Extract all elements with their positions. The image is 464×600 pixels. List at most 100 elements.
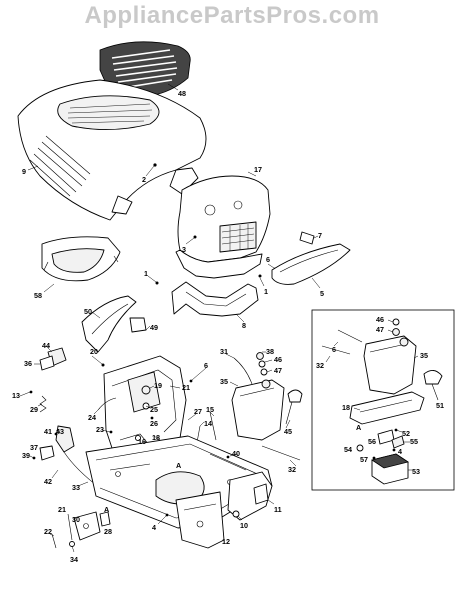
fuel-fitting-38[interactable]: [256, 351, 266, 360]
rod-32-mid[interactable]: [261, 445, 301, 467]
rod-32-inset[interactable]: [321, 345, 351, 363]
bracket-18-mid[interactable]: [153, 435, 161, 441]
callout-46a: 46: [274, 355, 282, 364]
fuel-tank-35-inset[interactable]: [363, 335, 419, 395]
nut-10[interactable]: [232, 510, 243, 521]
bolt-7[interactable]: [299, 231, 319, 245]
bolt-13[interactable]: [19, 390, 33, 397]
callout-33: 33: [72, 483, 80, 492]
fuel-cap-51[interactable]: [423, 370, 443, 401]
callout-39: 39: [22, 451, 30, 460]
callout-35a: 35: [220, 377, 228, 386]
callout-25: 25: [150, 405, 158, 414]
hood-bracket-8[interactable]: [171, 281, 259, 323]
spring-29[interactable]: [37, 395, 47, 413]
bushing-25[interactable]: [142, 402, 151, 410]
battery-53[interactable]: [371, 453, 412, 485]
tank-bracket-18-inset[interactable]: [349, 391, 425, 425]
pin-21-lower[interactable]: [67, 513, 73, 541]
callout-1b: 1: [264, 287, 268, 296]
callout-32b: 32: [316, 361, 324, 370]
battery-tray-58[interactable]: [41, 236, 121, 293]
callout-29: 29: [30, 405, 38, 414]
callout-14: 14: [204, 419, 212, 428]
cable-33[interactable]: [77, 481, 89, 487]
callout-6c: 6: [332, 345, 336, 354]
bolt-57[interactable]: [372, 456, 376, 460]
hood-grille-48[interactable]: [99, 41, 191, 98]
callout-2: 2: [142, 175, 146, 184]
callout-58: 58: [34, 291, 42, 300]
bolt-6-mid[interactable]: [189, 367, 207, 383]
bumper-5[interactable]: [271, 243, 351, 289]
callout-4a: 4: [152, 523, 156, 532]
callout-54: 54: [344, 445, 352, 454]
callout-47a: 47: [274, 366, 282, 375]
callout-21b: 21: [58, 505, 66, 514]
grommet-47-inset[interactable]: [387, 328, 400, 336]
pin-1a[interactable]: [147, 275, 159, 285]
key-switch-19[interactable]: [141, 385, 155, 395]
bolt-40[interactable]: [226, 453, 239, 459]
bolt-4-lower[interactable]: [157, 513, 169, 525]
dash-panel-17[interactable]: [175, 171, 271, 279]
callout-55: 55: [410, 437, 418, 446]
pivot-49[interactable]: [129, 317, 151, 333]
bolt-23[interactable]: [101, 429, 113, 434]
clip-52[interactable]: [394, 428, 403, 433]
wire-31[interactable]: [225, 353, 253, 385]
clamp-55[interactable]: [391, 435, 410, 449]
callout-19: 19: [154, 381, 162, 390]
callout-28: 28: [104, 527, 112, 536]
switch-36[interactable]: [34, 355, 55, 371]
fuel-tank-35[interactable]: [229, 379, 285, 441]
bolt-4-inset[interactable]: [392, 448, 396, 452]
callout-34: 34: [70, 555, 78, 564]
callout-31: 31: [220, 347, 228, 356]
pin-1b[interactable]: [258, 274, 265, 287]
pedal-assembly-43[interactable]: [55, 425, 101, 489]
link-42[interactable]: [51, 469, 59, 479]
callout-46b: 46: [376, 315, 384, 324]
cable-24[interactable]: [93, 397, 117, 415]
spacer-16[interactable]: [134, 434, 142, 442]
rod-15[interactable]: [209, 411, 217, 441]
callout-3: 3: [182, 245, 186, 254]
hood-9[interactable]: [17, 79, 207, 221]
callout-48: 48: [178, 89, 186, 98]
callout-35b: 35: [420, 351, 428, 360]
bolt-39[interactable]: [29, 455, 36, 460]
bracket-50[interactable]: [81, 295, 137, 353]
bracket-56[interactable]: [377, 429, 395, 445]
fuel-cap-45[interactable]: [285, 389, 303, 429]
washer-34[interactable]: [69, 541, 75, 553]
bolt-41[interactable]: [54, 432, 58, 436]
callout-21: 21: [182, 383, 190, 392]
callout-12: 12: [222, 537, 230, 546]
pedal-37[interactable]: [39, 445, 55, 461]
grommet-47-mid[interactable]: [260, 368, 273, 376]
grommet-46-mid[interactable]: [258, 359, 273, 368]
callout-23: 23: [96, 425, 104, 434]
bolt-6-inset[interactable]: [333, 329, 363, 347]
clip-21[interactable]: [169, 385, 181, 389]
screw-20[interactable]: [91, 355, 105, 367]
callout-53: 53: [412, 467, 420, 476]
screw-26[interactable]: [150, 416, 154, 420]
callout-30: 30: [72, 515, 80, 524]
bolt-3[interactable]: [185, 235, 197, 245]
bracket-11[interactable]: [253, 483, 275, 505]
nut-54[interactable]: [356, 444, 364, 452]
callout-A1: A: [176, 461, 181, 470]
screw-2[interactable]: [145, 163, 157, 177]
callout-9: 9: [22, 167, 26, 176]
callout-24: 24: [88, 413, 96, 422]
bolt-22[interactable]: [49, 533, 57, 549]
callout-56: 56: [368, 437, 376, 446]
grommet-46-inset[interactable]: [387, 318, 400, 326]
callout-57: 57: [360, 455, 368, 464]
bracket-30[interactable]: [73, 511, 101, 541]
site-watermark: AppliancePartsPros.com: [84, 2, 380, 29]
bracket-27[interactable]: [187, 413, 197, 421]
bracket-28[interactable]: [99, 511, 111, 527]
